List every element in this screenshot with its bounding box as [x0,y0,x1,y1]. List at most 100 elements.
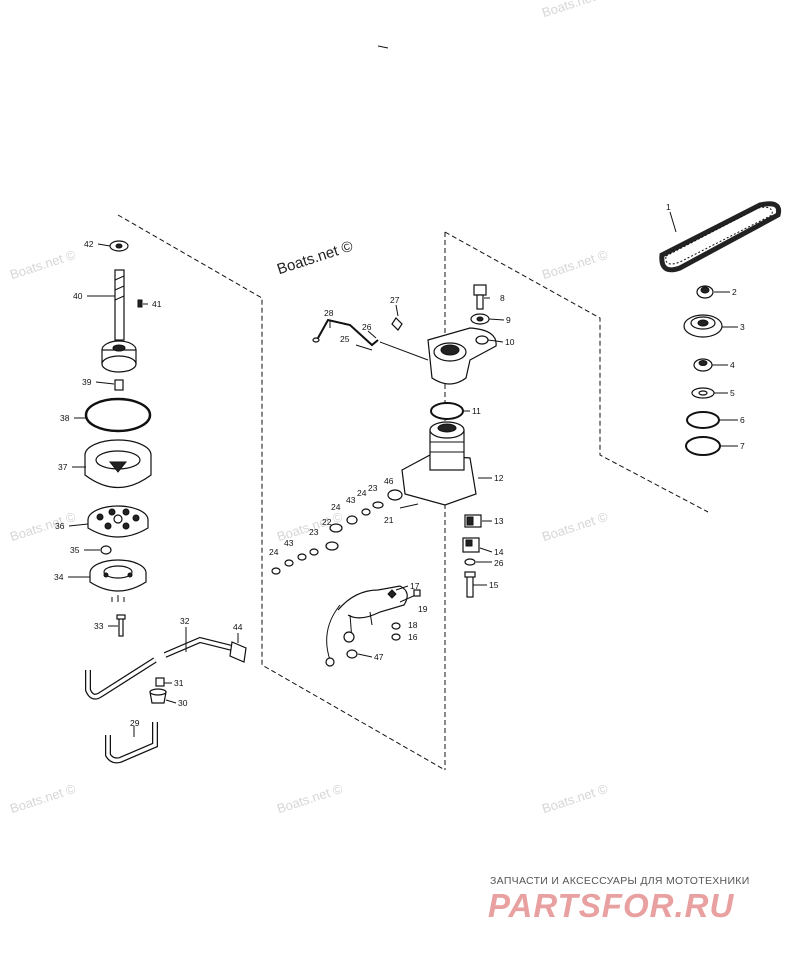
callout-34: 34 [54,572,64,582]
callout-12: 12 [494,473,504,483]
callout-35: 35 [70,545,80,555]
end-plate-34 [89,559,147,602]
o-ring-11 [430,402,464,420]
callout-25: 25 [340,334,350,344]
pin-39 [114,379,124,391]
callout-27: 27 [390,295,400,305]
callout-43a: 43 [346,495,356,505]
callout-10: 10 [505,337,515,347]
callout-4: 4 [730,360,735,370]
callout-42: 42 [84,239,94,249]
seal-ring-7 [685,436,721,456]
screw-33 [116,614,126,637]
callout-labels: 1 2 3 4 5 6 7 8 9 10 11 12 13 14 15 16 1… [54,202,745,728]
callout-24c: 24 [269,547,279,557]
callout-36: 36 [55,521,65,531]
callout-7: 7 [740,441,745,451]
callout-1: 1 [666,202,671,212]
callout-23a: 23 [368,483,378,493]
callout-28: 28 [324,308,334,318]
callout-31: 31 [174,678,184,688]
wire-25 [355,344,373,351]
callout-39: 39 [82,377,92,387]
key-41 [137,299,143,308]
callout-40: 40 [73,291,83,301]
callout-32: 32 [180,616,190,626]
callout-17: 17 [410,581,420,591]
callout-3: 3 [740,322,745,332]
pump-body-12 [401,421,477,506]
cap-30 [149,688,167,704]
callout-26a: 26 [362,322,372,332]
housing-37 [84,439,152,488]
callout-13: 13 [494,516,504,526]
callout-46: 46 [384,476,394,486]
washer-18 [391,622,401,630]
washer-9 [470,313,490,325]
drive-belt [659,201,782,273]
callout-22: 22 [322,517,332,527]
fitting-13 [464,514,482,528]
callout-44: 44 [233,622,243,632]
callout-18: 18 [408,620,418,630]
callout-6: 6 [740,415,745,425]
callout-2: 2 [732,287,737,297]
dashed-frame-left [117,214,446,771]
callout-29: 29 [130,718,140,728]
callout-23b: 23 [309,527,319,537]
callout-8: 8 [500,293,505,303]
nut-35 [100,545,112,555]
callout-15: 15 [489,580,499,590]
footer-tagline: ЗАПЧАСТИ И АКСЕССУАРЫ ДЛЯ МОТОТЕХНИКИ [490,875,750,887]
bolt-8 [473,284,487,310]
retaining-ring-6 [686,411,720,429]
callout-26b: 26 [494,558,504,568]
nut-2 [696,285,714,299]
callout-38: 38 [60,413,70,423]
hose-32 [85,636,233,700]
dashed-frame-center [444,231,709,770]
gear-hub [101,340,137,373]
callout-11: 11 [472,406,481,416]
washer-5 [691,387,715,399]
clip-27 [391,317,403,331]
callout-14: 14 [494,547,504,557]
callout-19: 19 [418,604,428,614]
stray-mark [377,45,389,49]
nut-4 [693,358,713,372]
callout-37: 37 [58,462,68,472]
callout-43b: 43 [284,538,294,548]
callout-41: 41 [152,299,162,309]
callout-24b: 24 [357,488,367,498]
callout-33: 33 [94,621,104,631]
washer-16 [391,633,401,641]
harness-17 [325,585,408,667]
callout-30: 30 [178,698,188,708]
callout-9: 9 [506,315,511,325]
callout-21: 21 [384,515,394,525]
o-ring-38 [84,397,152,433]
bolt-15 [464,571,476,598]
wire-28 [312,318,379,347]
clip-31 [155,677,165,687]
nut-26 [464,558,476,566]
support-bracket-10 [427,327,497,385]
connector-44 [229,641,247,663]
nut-47 [346,649,358,659]
callout-5: 5 [730,388,735,398]
leader-lines-center [379,341,429,361]
screw-19 [399,589,421,603]
washer-42 [109,240,129,252]
terminal-stack [271,489,419,575]
pulley-3 [683,314,723,338]
callout-24a: 24 [331,502,341,512]
shaft-40 [114,269,125,341]
callout-16: 16 [408,632,418,642]
leader-lines [68,211,738,737]
fitting-14 [462,537,480,553]
footer-brand-logo: PARTSFOR.RU [488,887,735,924]
callout-47: 47 [374,652,384,662]
rotor-plate-36 [87,505,149,538]
hose-29 [105,722,158,764]
